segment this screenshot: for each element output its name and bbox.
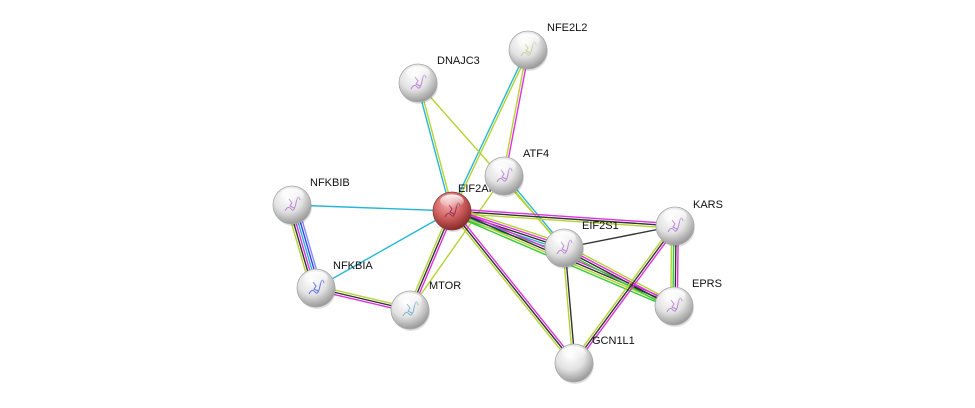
edge-eif2ak4-nfe2l2[interactable] [450,49,530,212]
edge-evidence-yellow [409,175,505,311]
node-highlight [562,346,586,360]
edge-eif2ak4-kars[interactable] [451,208,676,229]
node-eif2s1[interactable]: EIF2S1 [544,220,619,269]
edge-kars-gcn1l1[interactable] [571,224,678,365]
node-gcn1l1[interactable]: GCN1L1 [554,335,635,384]
edge-eif2ak4-dnajc3[interactable] [416,82,454,212]
edge-evidence-cyan [291,204,453,212]
node-highlight [552,231,576,245]
edge-evidence-cyan [315,210,453,289]
edge-eif2ak4-nfkbib[interactable] [291,204,453,212]
node-label: EPRS [692,278,722,290]
node-highlight [440,194,464,208]
node-nfkbib[interactable]: NFKBIB [272,177,350,226]
node-label: KARS [693,199,723,211]
edge-evidence-black [451,210,575,364]
node-kars[interactable]: KARS [655,199,723,247]
node-dnajc3[interactable]: DNAJC3 [398,55,480,104]
node-highlight [663,209,687,223]
edge-evidence-yellow [418,82,454,211]
edge-evidence-magenta [504,50,530,177]
edges-layer [286,49,679,365]
node-label: NFKBIA [333,260,373,272]
node-highlight [398,293,422,307]
node-atf4[interactable]: ATF4 [484,148,549,197]
node-nfkbia[interactable]: NFKBIA [296,260,373,309]
edge-evidence-black [563,248,674,308]
edge-evidence-yellow [453,206,566,245]
node-nfe2l2[interactable]: NFE2L2 [508,22,587,71]
node-label: MTOR [429,280,461,292]
edge-evidence-magenta [564,246,675,306]
node-label: NFKBIB [310,177,350,189]
node-highlight [662,289,686,303]
edge-nfe2l2-atf4[interactable] [502,49,530,177]
edge-evidence-yellow [452,50,530,212]
edge-evidence-yellow [502,49,528,176]
node-mtor[interactable]: MTOR [390,280,461,331]
edge-evidence-cyan [450,49,528,211]
node-label: ATF4 [523,148,549,160]
edge-evidence-magenta [453,209,577,363]
edge-evidence-black [573,225,676,364]
edge-eif2s1-eprs[interactable] [562,244,676,310]
node-highlight [304,271,328,285]
edge-evidence-yellow [571,224,674,363]
edge-evidence-black [451,210,676,227]
node-eprs[interactable]: EPRS [654,278,722,327]
edge-evidence-yellow [451,212,675,229]
edge-eif2ak4-gcn1l1[interactable] [449,209,577,365]
node-label: NFE2L2 [547,22,587,34]
node-highlight [516,33,540,47]
node-label: EIF2S1 [582,220,619,232]
edge-evidence-green [562,250,673,310]
node-highlight [492,159,516,173]
edge-eif2ak4-nfkbia[interactable] [315,210,453,289]
node-label: GCN1L1 [592,335,635,347]
node-label: DNAJC3 [437,55,480,67]
edge-evidence-magenta [575,226,678,365]
edge-atf4-mtor[interactable] [409,175,505,311]
node-highlight [280,188,304,202]
edge-evidence-yellow [565,244,676,304]
edge-evidence-yellow [449,211,573,365]
nodes-layer: EIF2AK4NFE2L2DNAJC3ATF4NFKBIBNFKBIAMTORE… [272,22,723,384]
edge-evidence-magenta [452,208,676,225]
node-highlight [406,66,430,80]
edge-evidence-cyan [416,83,452,212]
